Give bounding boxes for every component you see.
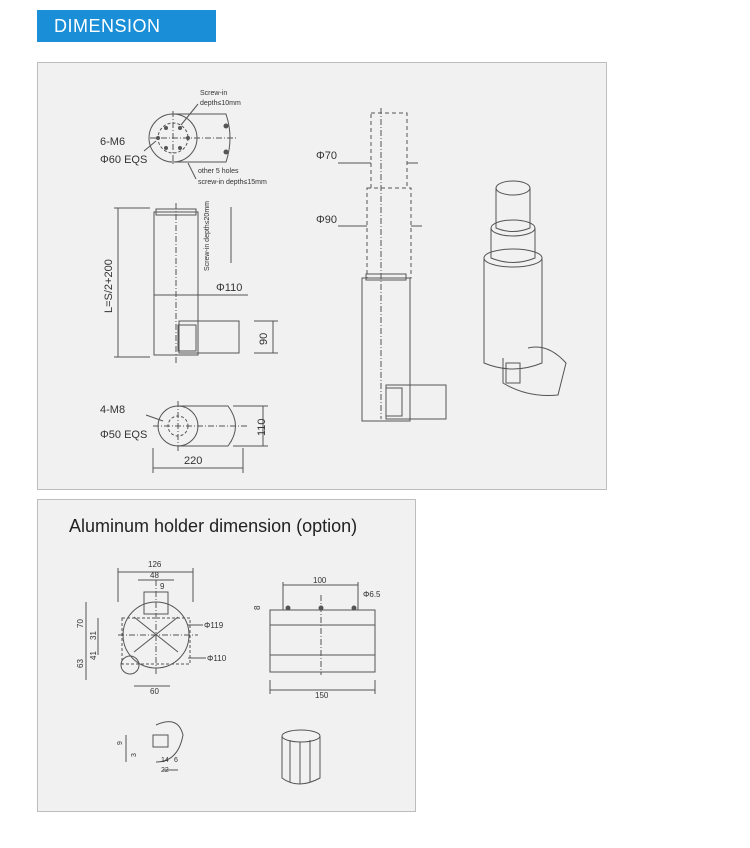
aluminum-holder-panel: Aluminum holder dimension (option) <box>37 499 416 812</box>
phi-110: Φ110 <box>207 654 227 663</box>
small-9: 9 <box>117 741 124 745</box>
top-thread-label: 6-M6 <box>100 136 125 148</box>
small-3: 3 <box>131 753 138 757</box>
dimension-drawing-panel: Screw-in depth≤10mm other 5 holes screw-… <box>37 62 607 490</box>
small-6: 6 <box>174 757 178 764</box>
dim-220-label: 220 <box>184 455 202 467</box>
holder-dimension-drawing: 126 48 9 70 31 41 63 Φ119 Φ110 60 100 8 … <box>76 560 381 785</box>
other-holes-line2: screw-in depth≤15mm <box>198 179 267 186</box>
dim-90-label: 90 <box>258 333 270 345</box>
other-holes-line1: other 5 holes <box>198 168 239 175</box>
dim-150: 150 <box>315 691 329 700</box>
dim-31: 31 <box>89 631 98 640</box>
actuator-dimension-drawing: Screw-in depth≤10mm other 5 holes screw-… <box>100 90 567 473</box>
dia-90-label: Φ90 <box>316 214 337 226</box>
dim-100: 100 <box>313 576 327 585</box>
dim-60: 60 <box>150 687 159 696</box>
dimension-header: DIMENSION <box>37 10 216 42</box>
dim-9: 9 <box>160 582 165 591</box>
screw-note-line1: Screw-in <box>200 90 227 97</box>
dia-110-label: Φ110 <box>216 282 242 294</box>
dia-70-label: Φ70 <box>316 150 337 162</box>
small-14: 14 <box>161 757 169 764</box>
dim-48: 48 <box>150 571 159 580</box>
dim-110-label: 110 <box>256 418 268 436</box>
bottom-thread-label: 4-M8 <box>100 404 125 416</box>
screw-note-line2: depth≤10mm <box>200 100 241 107</box>
holder-title: Aluminum holder dimension (option) <box>69 516 358 536</box>
small-22: 22 <box>161 767 169 774</box>
phi-119: Φ119 <box>204 621 224 630</box>
phi-6-5: Φ6.5 <box>363 590 381 599</box>
top-eqs-label: Φ60 EQS <box>100 154 147 166</box>
dim-8: 8 <box>253 605 262 610</box>
bottom-eqs-label: Φ50 EQS <box>100 429 147 441</box>
dim-41: 41 <box>89 651 98 660</box>
dim-126: 126 <box>148 560 162 569</box>
dim-63: 63 <box>76 659 85 668</box>
length-label: L=S/2+200 <box>103 259 115 313</box>
dim-70: 70 <box>76 619 85 628</box>
screw-vertical-label: Screw-in depth≤20mm <box>204 201 211 271</box>
